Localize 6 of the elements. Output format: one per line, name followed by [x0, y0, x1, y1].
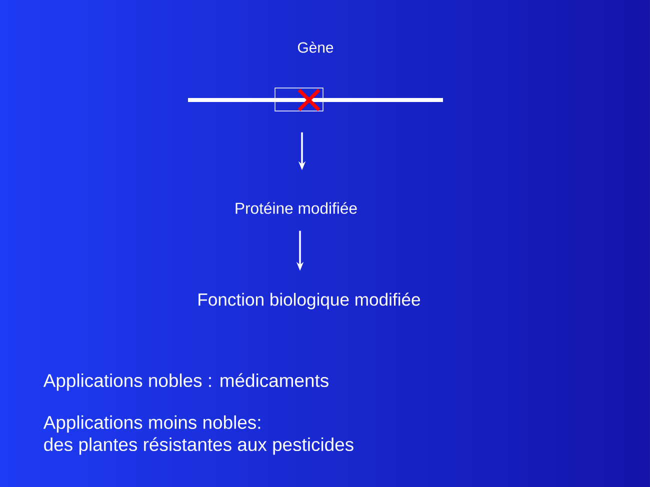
step-label: Fonction biologique modifiée	[198, 292, 420, 310]
gene-line: Gène	[188, 42, 443, 102]
note-text: Applications moins nobles:	[43, 415, 260, 433]
note-text: des plantes résistantes aux pesticides	[44, 437, 354, 455]
note-text: Applications nobles : médicaments	[43, 373, 328, 391]
step-label: Protéine modifiée	[236, 202, 357, 214]
